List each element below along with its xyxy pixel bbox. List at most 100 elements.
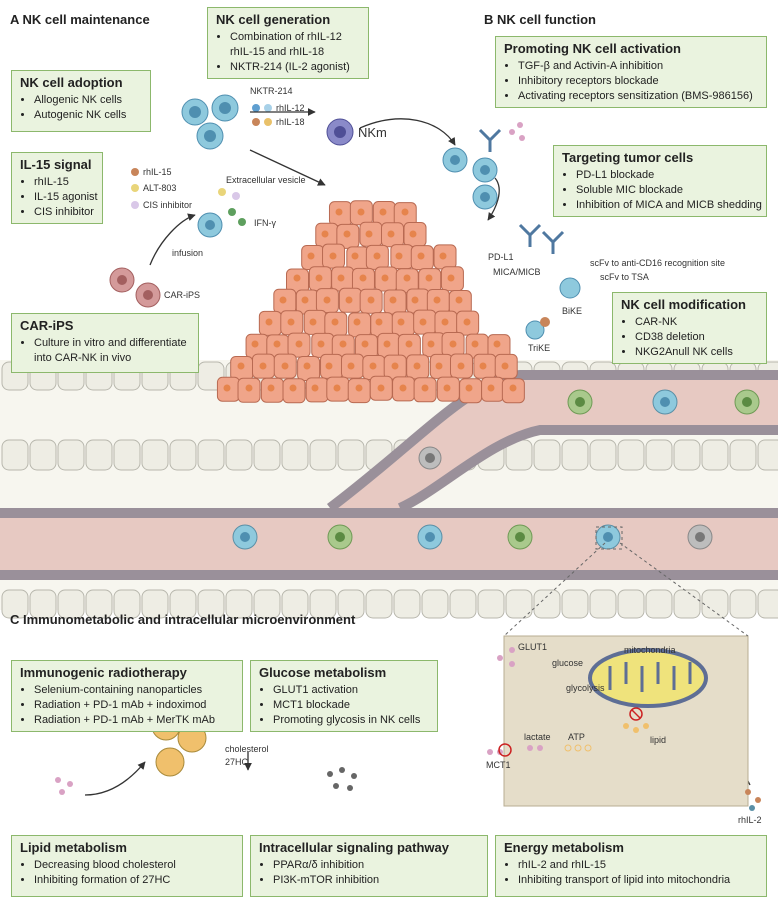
tissue-cell <box>337 439 365 471</box>
tissue-cell <box>253 439 281 471</box>
bullet-item: MCT1 blockade <box>273 698 429 713</box>
label-rhil2: rhIL-2 <box>738 815 762 825</box>
label-scfv-cd16: scFv to anti-CD16 recognition site <box>590 258 726 268</box>
tumor-cell <box>365 244 389 270</box>
box-targeting-tumor: Targeting tumor cellsPD-L1 blockadeSolub… <box>553 145 767 217</box>
tumor-cell <box>320 353 344 379</box>
tumor-cell <box>392 376 416 402</box>
label-nkm: NKm <box>358 125 387 140</box>
tissue-cell <box>169 589 197 619</box>
tumor-cell <box>359 221 383 247</box>
box-title: Glucose metabolism <box>259 665 387 680</box>
tumor-cell <box>403 221 427 247</box>
bullet-item: Culture in vitro and differentiate into … <box>34 336 190 366</box>
tissue-cell <box>141 589 169 619</box>
bullet-item: Autogenic NK cells <box>34 108 142 123</box>
box-il15-signal: IL-15 signalrhIL-15IL-15 agonistCIS inhi… <box>11 152 103 224</box>
header-b: B NK cell function <box>484 12 596 27</box>
tumor-cell <box>252 353 276 379</box>
bullet-item: rhIL-2 and rhIL-15 <box>518 858 758 873</box>
bullet-item: Decreasing blood cholesterol <box>34 858 234 873</box>
tumor-cell <box>273 288 297 314</box>
tumor-cell <box>282 378 306 404</box>
label-ev: Extracellular vesicle <box>226 175 306 185</box>
legend-dots <box>131 104 272 226</box>
tumor-cell <box>440 266 464 292</box>
tissue-cell <box>673 439 701 471</box>
box-title: NK cell adoption <box>20 75 123 90</box>
tumor-cell <box>487 334 511 360</box>
tumor-cell <box>393 202 417 228</box>
tissue-cell <box>309 439 337 471</box>
label-rhil12: rhIL-12 <box>276 103 305 113</box>
box-title: CAR-iPS <box>20 318 74 333</box>
bullet-item: rhIL-15 <box>34 175 94 190</box>
tissue-cell <box>477 589 505 619</box>
tissue-cell <box>757 439 778 471</box>
bullet-list: Culture in vitro and differentiate into … <box>20 336 190 366</box>
tumor-cell <box>322 243 346 269</box>
tissue-cell <box>561 589 589 619</box>
tumor-cell <box>351 267 375 293</box>
bullet-item: NKG2Anull NK cells <box>635 345 758 360</box>
bullet-item: PI3K-mTOR inhibition <box>273 873 479 888</box>
blood-vessel <box>0 508 778 580</box>
tumor-cell <box>473 353 497 379</box>
tissue-layer <box>0 360 778 619</box>
box-title: IL-15 signal <box>20 157 92 172</box>
tissue-cell <box>57 589 85 619</box>
tumor-cell <box>494 353 518 379</box>
bullet-item: Inhibiting formation of 27HC <box>34 873 234 888</box>
box-energy: Energy metabolismrhIL-2 and rhIL-15Inhib… <box>495 835 767 897</box>
tumor-cell <box>456 310 480 336</box>
tumor-cell <box>369 375 393 401</box>
tissue-cell <box>533 589 561 619</box>
tissue-cell <box>701 589 729 619</box>
tissue-cell <box>337 589 365 619</box>
tumor-cell <box>413 377 437 403</box>
tumor-cell <box>348 312 372 338</box>
tissue-cell <box>645 439 673 471</box>
tissue-cell <box>673 589 701 619</box>
tissue-cell <box>505 589 533 619</box>
bullet-list: rhIL-2 and rhIL-15Inhibiting transport o… <box>504 858 758 888</box>
tissue-cell <box>589 589 617 619</box>
antibody-icon <box>518 223 542 247</box>
bullet-item: GLUT1 activation <box>273 683 429 698</box>
tissue-cell <box>561 439 589 471</box>
tissue-cell <box>197 589 225 619</box>
bullet-list: Allogenic NK cellsAutogenic NK cells <box>20 93 142 123</box>
nk-cells-top <box>109 94 581 340</box>
trike-cell <box>525 320 545 340</box>
tumor-cell <box>273 353 297 379</box>
tumor-cell <box>436 376 460 402</box>
label-scfv-tsa: scFv to TSA <box>600 272 649 282</box>
tumor-cell <box>347 378 371 404</box>
bullet-item: Promoting glycosis in NK cells <box>273 713 429 728</box>
tissue-cell <box>645 589 673 619</box>
tumor-cell <box>391 311 415 337</box>
box-car-ips: CAR-iPS Culture in vitro and differentiat… <box>11 313 199 373</box>
tumor-cell <box>326 376 350 402</box>
box-title: Targeting tumor cells <box>562 150 694 165</box>
label-alt803: ALT-803 <box>143 183 177 193</box>
tumor-cell <box>349 200 373 226</box>
box-title: NK cell modification <box>621 297 746 312</box>
bullet-item: Combination of rhIL-12 rhIL-15 and rhIL-… <box>230 30 360 60</box>
tumor-cell <box>336 223 360 249</box>
tissue-cell <box>365 589 393 619</box>
tumor-cell <box>374 266 398 292</box>
tissue-cell <box>1 439 29 471</box>
tissue-cell <box>421 589 449 619</box>
tumor-cell <box>303 309 327 335</box>
tumor-cell <box>429 353 453 379</box>
tumor-cell <box>260 377 284 403</box>
tumor-cell <box>441 331 465 357</box>
label-bike: BiKE <box>562 306 583 316</box>
tumor-cell <box>315 222 339 248</box>
tumor-cell <box>338 287 362 313</box>
tumor-cell <box>449 353 473 379</box>
tissue-cell <box>29 439 57 471</box>
tumor-cell <box>422 332 446 358</box>
box-nk-modification: NK cell modificationCAR-NKCD38 deletionN… <box>612 292 767 364</box>
